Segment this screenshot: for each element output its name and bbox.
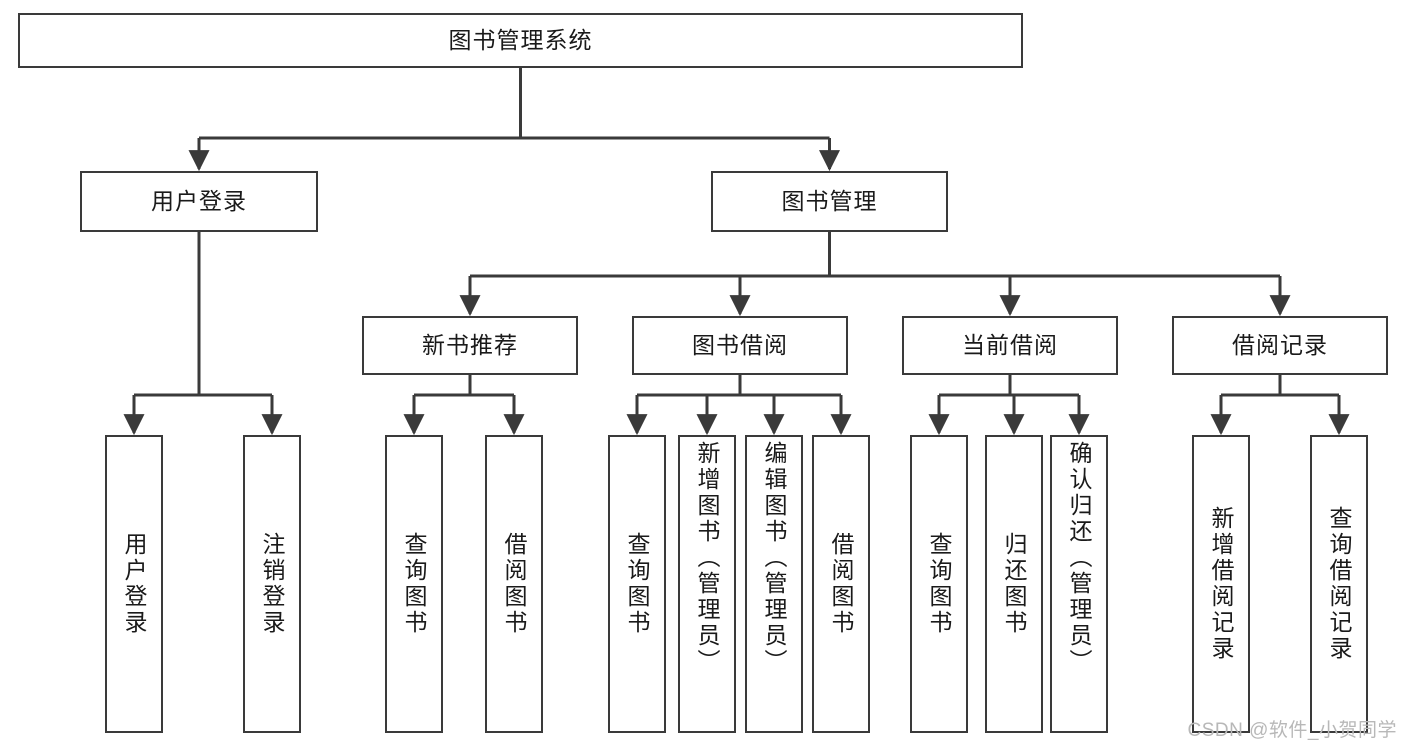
node-label-user-login: 用户登录 xyxy=(151,188,247,214)
node-label-leaf-borrow-book-2: 借阅图书 xyxy=(828,532,855,636)
node-leaf-add-record[interactable]: 新增借阅记录 xyxy=(1192,435,1250,733)
edge-layer xyxy=(123,68,1350,436)
node-label-leaf-edit-book: 编辑图书（管理员） xyxy=(761,441,788,675)
node-leaf-add-book[interactable]: 新增图书（管理员） xyxy=(678,435,736,733)
node-label-new-book-rec: 新书推荐 xyxy=(422,332,518,358)
node-label-book-manage: 图书管理 xyxy=(781,188,878,214)
node-new-book-rec[interactable]: 新书推荐 xyxy=(362,316,578,375)
node-label-root: 图书管理系统 xyxy=(448,27,593,53)
node-root[interactable]: 图书管理系统 xyxy=(18,13,1023,68)
node-label-leaf-query-book-3: 查询图书 xyxy=(926,532,953,636)
node-label-leaf-borrow-book-1: 借阅图书 xyxy=(501,532,528,636)
node-book-borrow[interactable]: 图书借阅 xyxy=(632,316,848,375)
node-label-leaf-return-book: 归还图书 xyxy=(1001,532,1028,636)
node-leaf-return-book[interactable]: 归还图书 xyxy=(985,435,1043,733)
node-label-leaf-query-record: 查询借阅记录 xyxy=(1326,506,1353,662)
node-leaf-query-record[interactable]: 查询借阅记录 xyxy=(1310,435,1368,733)
node-leaf-edit-book[interactable]: 编辑图书（管理员） xyxy=(745,435,803,733)
node-current-borrow[interactable]: 当前借阅 xyxy=(902,316,1118,375)
node-label-leaf-add-book: 新增图书（管理员） xyxy=(694,441,721,675)
node-label-leaf-user-login: 用户登录 xyxy=(121,532,148,636)
node-book-manage[interactable]: 图书管理 xyxy=(711,171,948,232)
node-leaf-borrow-book-1[interactable]: 借阅图书 xyxy=(485,435,543,733)
node-leaf-confirm-return[interactable]: 确认归还（管理员） xyxy=(1050,435,1108,733)
node-leaf-user-login[interactable]: 用户登录 xyxy=(105,435,163,733)
node-label-leaf-query-book-1: 查询图书 xyxy=(401,532,428,636)
node-label-borrow-record: 借阅记录 xyxy=(1232,332,1328,358)
node-label-leaf-logout: 注销登录 xyxy=(259,532,286,636)
node-borrow-record[interactable]: 借阅记录 xyxy=(1172,316,1388,375)
node-user-login[interactable]: 用户登录 xyxy=(80,171,318,232)
node-leaf-query-book-2[interactable]: 查询图书 xyxy=(608,435,666,733)
node-label-leaf-add-record: 新增借阅记录 xyxy=(1208,506,1235,662)
node-leaf-borrow-book-2[interactable]: 借阅图书 xyxy=(812,435,870,733)
node-label-leaf-query-book-2: 查询图书 xyxy=(624,532,651,636)
node-leaf-logout[interactable]: 注销登录 xyxy=(243,435,301,733)
node-label-leaf-confirm-return: 确认归还（管理员） xyxy=(1066,441,1093,675)
node-label-current-borrow: 当前借阅 xyxy=(962,332,1058,358)
node-label-book-borrow: 图书借阅 xyxy=(692,332,788,358)
node-leaf-query-book-1[interactable]: 查询图书 xyxy=(385,435,443,733)
node-leaf-query-book-3[interactable]: 查询图书 xyxy=(910,435,968,733)
